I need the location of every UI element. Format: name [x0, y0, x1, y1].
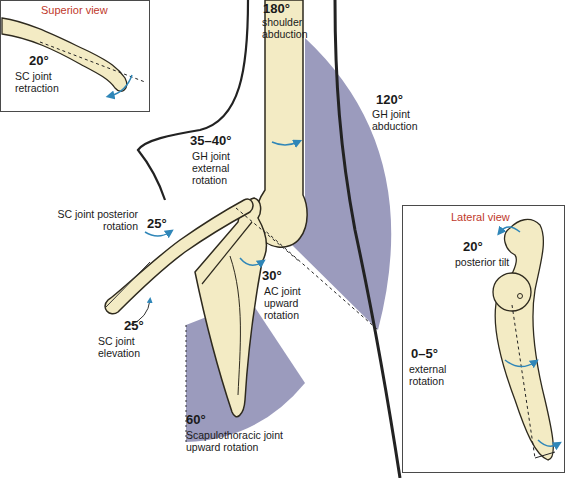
angle-value: 180° [263, 1, 290, 16]
axis-point [518, 294, 523, 299]
angle-value: 25° [147, 216, 167, 231]
abduction-wedge [292, 38, 391, 330]
inset-background [402, 205, 565, 473]
motion-label: SC joint posterior rotation [40, 208, 138, 232]
axis-line [40, 42, 145, 82]
body-outline [335, 0, 400, 478]
axis-line [262, 228, 378, 330]
motion-label: AC joint upward rotation [264, 285, 326, 321]
axis-line [236, 208, 300, 262]
rotation-arrow [505, 360, 535, 367]
rotation-arrow [538, 440, 558, 446]
angle-value: 120° [376, 92, 403, 107]
motion-label: SC joint elevation [98, 335, 170, 359]
motion-label: SC joint retraction [15, 70, 87, 94]
angle-value: 25° [124, 318, 144, 333]
angle-value: 35–40° [190, 133, 231, 148]
rotation-arrow [145, 232, 170, 236]
axis-line [512, 305, 535, 458]
motion-label: external rotation [409, 363, 469, 387]
angle-value: 30° [262, 268, 282, 283]
angle-line [105, 262, 150, 308]
scapula-contour [230, 256, 240, 395]
inset-box: Superior view 20° SC joint retraction [0, 0, 150, 112]
angle-value: 20° [463, 239, 483, 254]
angle-value: 0–5° [411, 346, 438, 361]
motion-label: posterior tilt [455, 256, 517, 268]
inset-title: Lateral view [451, 211, 510, 223]
inset-box: Lateral view 20° posterior tilt 0–5° externa… [402, 205, 565, 473]
motion-label: GH joint abduction [372, 108, 432, 132]
reference-line [535, 452, 555, 458]
angle-value: 20° [29, 53, 49, 68]
inset-background [0, 0, 150, 112]
rotation-arrow [110, 75, 132, 96]
rotation-arrow [240, 258, 262, 265]
motion-label: shoulder abduction [262, 16, 318, 40]
inset-title: Superior view [41, 4, 108, 16]
scapula-lateral [495, 219, 553, 460]
angle-value: 60° [186, 412, 206, 427]
motion-label: GH joint external rotation [192, 150, 250, 186]
motion-label: Scapulothoracic joint upward rotation [186, 429, 306, 453]
rotation-arrow [500, 227, 520, 232]
rotation-arrow [272, 142, 298, 145]
